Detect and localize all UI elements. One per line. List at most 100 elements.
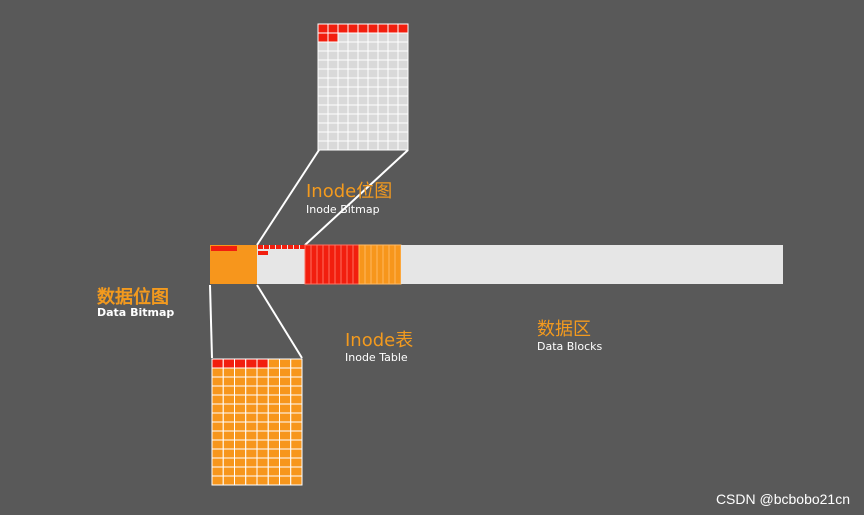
inode-bitmap-cell	[347, 32, 359, 43]
inode-bitmap-cell	[377, 23, 389, 34]
inode-bitmap-cell	[367, 41, 379, 52]
inode-bitmap-cell	[327, 32, 339, 43]
inode-bitmap-cell	[367, 122, 379, 133]
data-bitmap-cell	[222, 385, 235, 396]
data-bitmap-cell	[211, 376, 224, 387]
data-bitmap-cell	[234, 385, 247, 396]
data-bitmap-cell	[279, 367, 292, 378]
inode-bitmap-cell	[397, 41, 409, 52]
data-bitmap-cell	[222, 412, 235, 423]
data-bitmap-subtitle: Data Bitmap	[97, 306, 175, 319]
inode-bitmap-cell	[337, 59, 349, 70]
inode-bitmap-connector-left	[256, 149, 320, 246]
inode-bitmap-used-mark	[264, 245, 269, 249]
inode-bitmap-cell	[357, 131, 369, 142]
inode-bitmap-cell	[397, 95, 409, 106]
inode-bitmap-cell	[377, 86, 389, 97]
inode-bitmap-cell	[387, 68, 399, 79]
inode-bitmap-segment	[257, 245, 305, 284]
inode-bitmap-cell	[357, 59, 369, 70]
data-bitmap-cell	[279, 394, 292, 405]
data-bitmap-cell	[267, 412, 280, 423]
inode-bitmap-used-mark	[300, 245, 305, 249]
inode-table-used-column	[328, 244, 336, 285]
data-bitmap-cell	[279, 403, 292, 414]
data-bitmap-cell	[234, 358, 247, 369]
inode-bitmap-cell	[347, 23, 359, 34]
data-bitmap-cell	[267, 457, 280, 468]
data-bitmap-cell	[267, 421, 280, 432]
inode-bitmap-cell	[337, 41, 349, 52]
inode-bitmap-cell	[347, 77, 359, 88]
inode-bitmap-cell	[397, 68, 409, 79]
inode-bitmap-cell	[357, 41, 369, 52]
inode-bitmap-cell	[367, 86, 379, 97]
data-bitmap-cell	[290, 475, 303, 486]
inode-table-free-column	[364, 244, 372, 285]
inode-bitmap-cell	[377, 68, 389, 79]
data-bitmap-cell	[245, 475, 258, 486]
data-bitmap-cell	[222, 421, 235, 432]
data-bitmap-cell	[279, 412, 292, 423]
data-bitmap-cell	[245, 457, 258, 468]
inode-bitmap-cell	[347, 140, 359, 151]
data-bitmap-cell	[256, 439, 269, 450]
inode-bitmap-cell	[337, 113, 349, 124]
inode-bitmap-cell	[387, 23, 399, 34]
inode-table-used-column	[352, 244, 360, 285]
inode-bitmap-cell	[347, 41, 359, 52]
data-bitmap-cell	[256, 358, 269, 369]
data-bitmap-cell	[279, 457, 292, 468]
data-bitmap-cell	[211, 358, 224, 369]
data-bitmap-cell	[234, 466, 247, 477]
data-bitmap-cell	[222, 394, 235, 405]
inode-bitmap-cell	[387, 122, 399, 133]
data-bitmap-cell	[267, 358, 280, 369]
data-bitmap-cell	[211, 430, 224, 441]
inode-bitmap-cell	[317, 86, 329, 97]
data-bitmap-block	[210, 245, 257, 284]
inode-bitmap-cell	[397, 131, 409, 142]
connector-lines	[209, 149, 409, 359]
data-bitmap-cell	[222, 466, 235, 477]
inode-bitmap-cell	[337, 95, 349, 106]
inode-bitmap-cell	[317, 41, 329, 52]
data-bitmap-cell	[279, 358, 292, 369]
data-bitmap-cell	[256, 475, 269, 486]
data-bitmap-connector-left	[209, 284, 213, 359]
data-bitmap-cell	[211, 448, 224, 459]
inode-bitmap-used-mark	[288, 245, 293, 249]
inode-bitmap-cell	[387, 104, 399, 115]
data-bitmap-cell	[222, 376, 235, 387]
data-bitmap-cell	[290, 421, 303, 432]
inode-bitmap-cell	[357, 77, 369, 88]
inode-bitmap-cell	[347, 50, 359, 61]
inode-bitmap-cell	[317, 23, 329, 34]
data-bitmap-cell	[290, 439, 303, 450]
inode-bitmap-cell	[397, 59, 409, 70]
inode-bitmap-cell	[327, 23, 339, 34]
inode-bitmap-cell	[387, 59, 399, 70]
inode-table-free-column	[370, 244, 378, 285]
data-bitmap-cell	[234, 439, 247, 450]
data-bitmap-cell	[245, 367, 258, 378]
data-bitmap-cell	[267, 466, 280, 477]
data-bitmap-cell	[245, 430, 258, 441]
inode-bitmap-cell	[367, 68, 379, 79]
inode-bitmap-subtitle: Inode Bitmap	[306, 203, 380, 216]
inode-table-used-column	[346, 244, 354, 285]
data-bitmap-cell	[222, 367, 235, 378]
inode-bitmap-cell	[377, 77, 389, 88]
inode-bitmap-used-mark	[282, 245, 287, 249]
inode-bitmap-cell	[377, 59, 389, 70]
data-bitmap-cell	[222, 448, 235, 459]
data-bitmap-cell	[234, 412, 247, 423]
data-bitmap-cell	[234, 421, 247, 432]
data-bitmap-cell	[279, 475, 292, 486]
inode-bitmap-cell	[357, 50, 369, 61]
data-bitmap-cell	[234, 394, 247, 405]
inode-bitmap-cell	[347, 131, 359, 142]
inode-bitmap-cell	[317, 140, 329, 151]
inode-bitmap-cell	[367, 59, 379, 70]
inode-table-used-column	[322, 244, 330, 285]
